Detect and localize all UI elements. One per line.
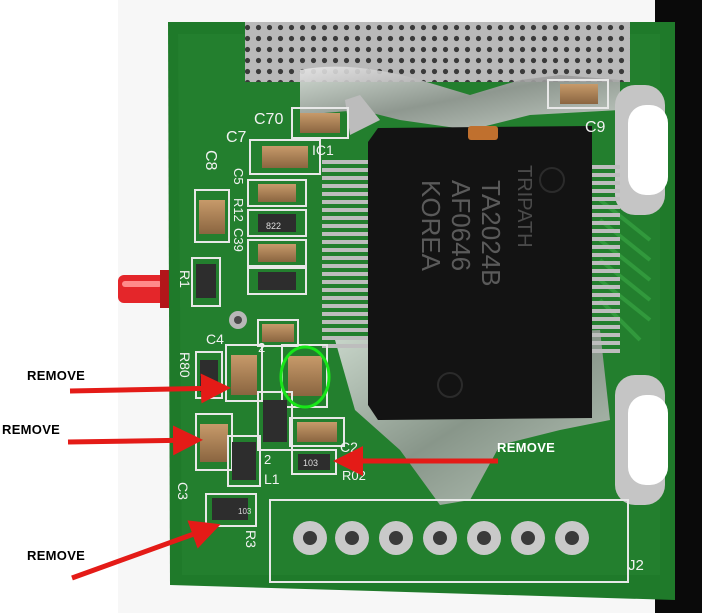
- silk-r3: R3: [243, 530, 259, 548]
- silk-l1: L1: [264, 471, 280, 487]
- highlight-circle: [279, 345, 331, 409]
- silk-c9: C9: [585, 119, 606, 136]
- silk-c2: C2: [340, 439, 358, 455]
- silk-ic1: IC1: [312, 142, 334, 158]
- ic-pins-left: [322, 160, 374, 348]
- capacitors: [191, 79, 609, 527]
- amplifier-ic: TRIPATH TA2024B AF0646 KOREA: [368, 126, 592, 420]
- arrow-2: [67, 425, 203, 456]
- remove-label-1: REMOVE: [27, 368, 86, 383]
- chip-brand: TRIPATH: [513, 165, 535, 248]
- connector-j2: [269, 499, 629, 583]
- silk-c5: C5: [231, 168, 246, 185]
- annotation-arrows: [67, 373, 498, 581]
- remove-label-2: REMOVE: [2, 422, 61, 437]
- chip-origin: KOREA: [416, 180, 446, 272]
- silk-j2: J2: [628, 557, 644, 574]
- arrow-1: [69, 373, 231, 404]
- silk-r02: R02: [342, 468, 366, 483]
- resistor-code-c: 103: [238, 507, 252, 516]
- silk-c39: C39: [231, 228, 246, 252]
- silk-2: 2: [258, 340, 265, 355]
- silk-c3: C3: [175, 482, 191, 500]
- silk-2b: 2: [264, 452, 271, 467]
- arrow-3: [71, 520, 221, 581]
- silk-c7: C7: [226, 129, 247, 146]
- silk-c70: C70: [254, 111, 283, 128]
- led: [118, 270, 170, 308]
- resistor-code-a: 822: [266, 221, 281, 231]
- chip-part-number: TA2024B: [476, 180, 506, 286]
- silk-c8: C8: [202, 150, 219, 171]
- silk-r12: R12: [231, 198, 246, 222]
- silk-r1: R1: [177, 270, 193, 288]
- silk-c4: C4: [206, 331, 224, 347]
- remove-label-3: REMOVE: [27, 548, 86, 563]
- silk-r80: R80: [177, 352, 193, 378]
- resistor-code-b: 103: [303, 458, 318, 468]
- remove-label-4: REMOVE: [497, 440, 556, 455]
- chip-date-code: AF0646: [446, 180, 476, 271]
- ic-pins-right: [585, 165, 620, 353]
